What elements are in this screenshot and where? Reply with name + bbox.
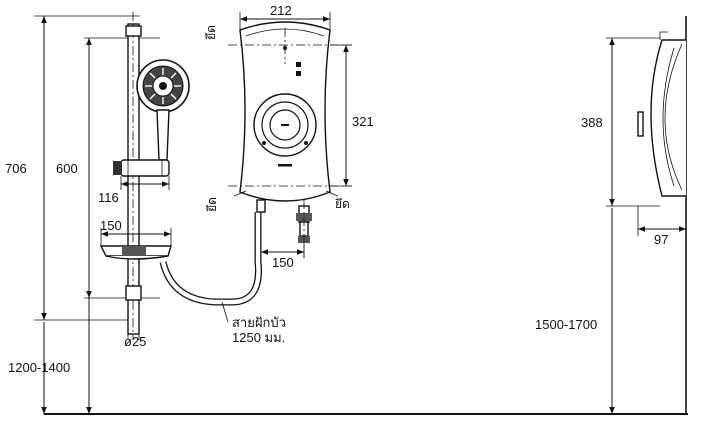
dim-388-label: 388	[581, 115, 603, 130]
dim-1200-lines	[41, 298, 92, 414]
dim-150-dish-lines	[100, 228, 172, 246]
dim-706-lines	[34, 15, 140, 321]
fix-label-bottom-right: ยึด	[335, 197, 350, 211]
hose-label-line1: สายฝักบัว	[232, 315, 286, 330]
dim-dia-lines	[127, 334, 140, 340]
dim-388-lines	[606, 37, 660, 207]
dim-150-outlet-label: 150	[272, 255, 294, 270]
shower-hose	[159, 212, 262, 323]
dim-1500-label: 1500-1700	[535, 317, 598, 332]
dim-212-label: 212	[270, 3, 292, 18]
dim-706-label: 706	[5, 161, 27, 176]
dim-600-lines	[84, 37, 160, 299]
fix-label-top: ยึด	[203, 25, 218, 40]
dim-116-lines	[120, 176, 170, 190]
shower-holder	[113, 159, 170, 177]
dim-321-label: 321	[352, 114, 374, 129]
dim-1200-label: 1200-1400	[8, 360, 71, 375]
dim-150-dish-label: 150	[100, 218, 122, 233]
fix-label-bottom-left: ยึด	[204, 197, 219, 212]
dim-97-lines	[637, 206, 686, 236]
shower-head	[136, 59, 190, 161]
hose-label-line2: 1250 มม.	[232, 330, 286, 345]
dim-150-outlet-lines	[260, 200, 305, 258]
slide-rail	[125, 12, 142, 340]
dim-212-lines	[239, 12, 331, 30]
soap-dish	[99, 245, 172, 260]
dim-dia-label: ø25	[124, 334, 147, 349]
heater-front	[239, 21, 331, 202]
heater-side	[637, 16, 687, 414]
dim-97-label: 97	[654, 232, 669, 247]
dim-600-label: 600	[56, 161, 78, 176]
dim-321-lines	[330, 44, 352, 187]
dim-116-label: 116	[98, 190, 119, 205]
